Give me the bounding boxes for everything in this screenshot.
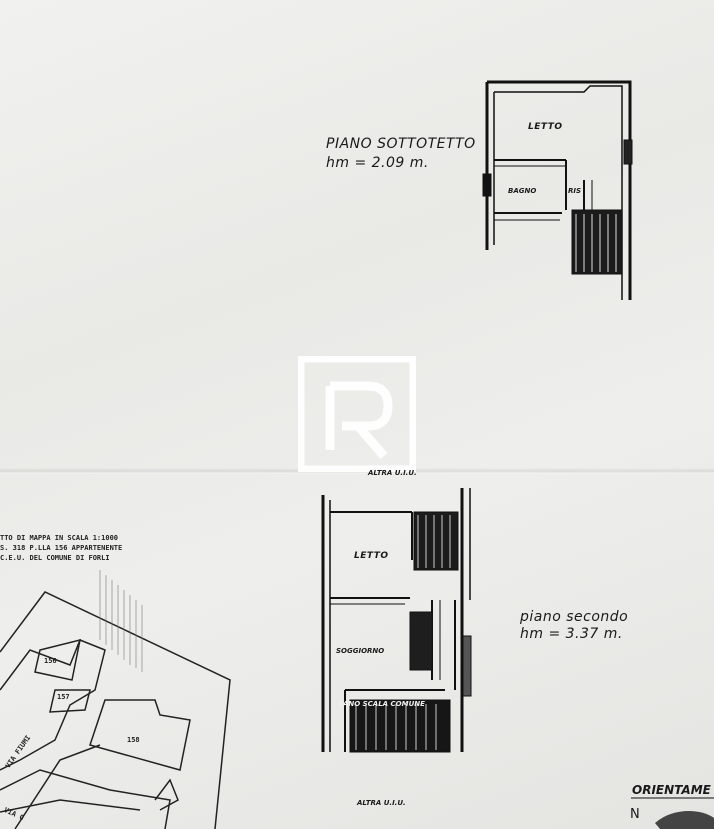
cadastral-map (0, 591, 231, 829)
cadastral-note-line-3: C.E.U. DEL COMUNE DI FORLI (0, 554, 110, 562)
second-bedroom-label: LETTO (354, 551, 389, 561)
attic-plan-title: PIANO SOTTOTETTO (326, 136, 476, 152)
cadastral-note-line-2: S. 318 P.LLA 156 APPARTENENTE (0, 544, 123, 552)
north-label: N (630, 807, 640, 822)
second-floor-plan (321, 488, 472, 753)
cadastral-note-line-1: TTO DI MAPPA IN SCALA 1:1000 (0, 534, 119, 542)
neighbor-unit-bottom-label: ALTRA U.I.U. (357, 799, 406, 807)
attic-bedroom-label: LETTO (528, 122, 563, 132)
second-living-label: SOGGIORNO (336, 647, 385, 655)
stairwell-label: VANO SCALA COMUNE (338, 700, 425, 708)
parcel-157-label: 157 (57, 693, 70, 701)
north-arrow (631, 797, 714, 829)
orientation-label: ORIENTAME (632, 783, 711, 797)
neighbor-unit-top-label: ALTRA U.I.U. (368, 469, 417, 477)
attic-plan-height: hm = 2.09 m. (326, 155, 429, 171)
parcel-158-label: 158 (127, 736, 140, 744)
map-hatching (99, 570, 143, 672)
logo-watermark (298, 356, 416, 472)
attic-bathroom-label: BAGNO (508, 187, 537, 195)
second-plan-title: piano secondo (520, 609, 629, 625)
attic-closet-label: RIS (568, 187, 582, 195)
attic-plan (482, 80, 633, 300)
parcel-156-label: 156 (44, 657, 57, 665)
second-plan-height: hm = 3.37 m. (520, 626, 623, 642)
